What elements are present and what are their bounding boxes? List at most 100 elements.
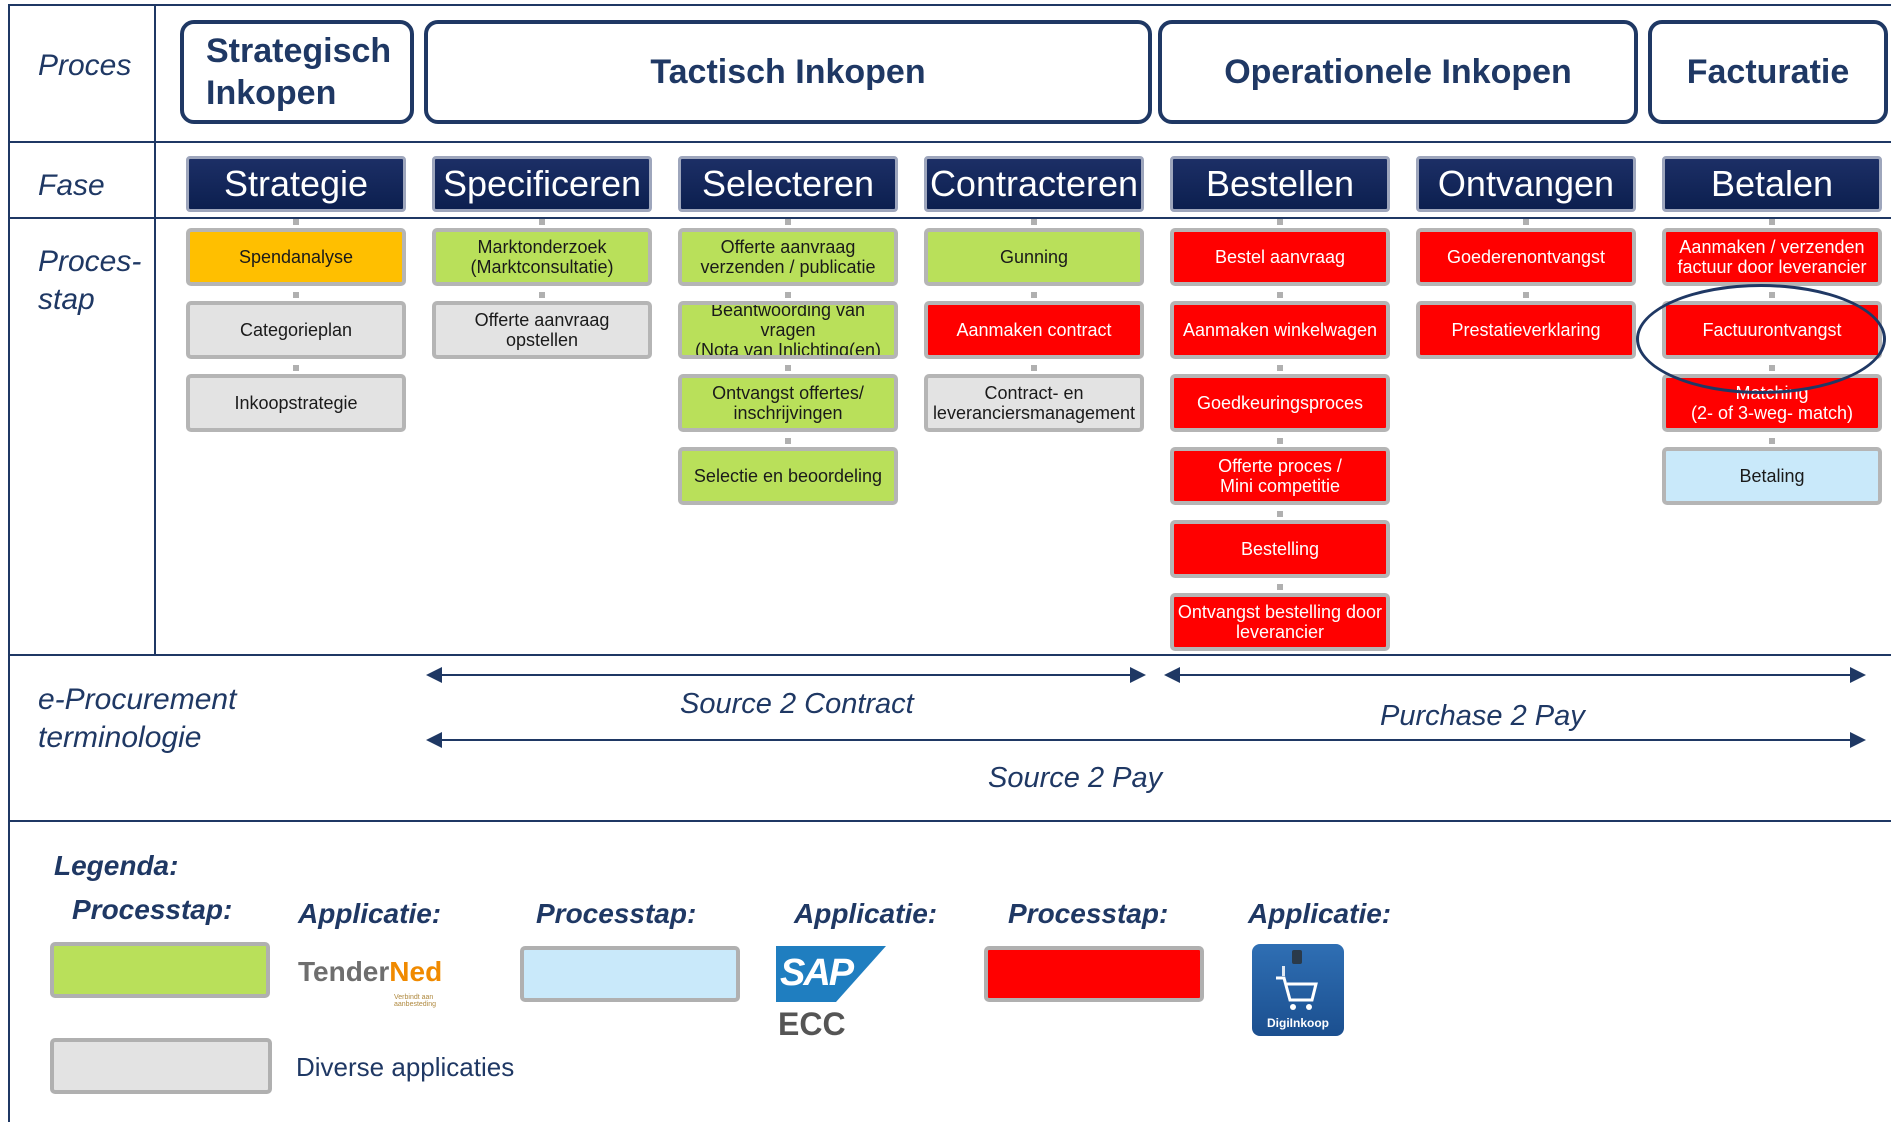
step-connector bbox=[293, 292, 299, 298]
process-operationele-label: Operationele Inkopen bbox=[1224, 52, 1572, 91]
legend-swatch-gray bbox=[50, 1038, 272, 1094]
arrow-source-2-contract bbox=[426, 667, 1146, 683]
step-4-2: Aanmaken contract bbox=[924, 301, 1144, 359]
tenderned-logo: TenderNed Verbindt aan aanbesteding bbox=[298, 956, 478, 1026]
step-1-3: Inkoopstrategie bbox=[186, 374, 406, 432]
process-tactisch-inkopen: Tactisch Inkopen bbox=[424, 20, 1152, 124]
step-1-2: Categorieplan bbox=[186, 301, 406, 359]
highlight-ellipse bbox=[1636, 284, 1886, 394]
row-label-proces: Proces bbox=[38, 49, 132, 82]
process-strategisch-line2: Inkopen bbox=[206, 74, 337, 112]
legend-applicatie-1: Applicatie: bbox=[298, 898, 442, 929]
ecc-logo-text: ECC bbox=[778, 1006, 846, 1042]
step-connector bbox=[785, 438, 791, 444]
row-label-eproc-1: e-Procurement bbox=[38, 683, 237, 716]
legend-applicatie-3: Applicatie: bbox=[1248, 898, 1392, 929]
step-3-4: Selectie en beoordeling bbox=[678, 447, 898, 505]
sap-logo-text: SAP bbox=[780, 952, 854, 994]
step-connector bbox=[1277, 219, 1283, 225]
tenderned-text-2: Ned bbox=[389, 956, 443, 987]
step-4-3: Contract- en leveranciersmanagement bbox=[924, 374, 1144, 432]
row-divider-processtap bbox=[8, 654, 1891, 656]
legend-swatch-green bbox=[50, 942, 270, 998]
step-5-1: Bestel aanvraag bbox=[1170, 228, 1390, 286]
term-purchase-2-pay: Purchase 2 Pay bbox=[1380, 700, 1585, 732]
step-connector bbox=[1769, 219, 1775, 225]
step-5-3: Goedkeuringsproces bbox=[1170, 374, 1390, 432]
arrow-purchase-2-pay bbox=[1164, 667, 1866, 683]
step-3-3: Ontvangst offertes/ inschrijvingen bbox=[678, 374, 898, 432]
step-connector bbox=[1523, 219, 1529, 225]
step-3-1: Offerte aanvraag verzenden / publicatie bbox=[678, 228, 898, 286]
phase-bestellen: Bestellen bbox=[1170, 156, 1390, 212]
arrow-source-2-pay bbox=[426, 732, 1866, 748]
step-1-1: Spendanalyse bbox=[186, 228, 406, 286]
step-6-1: Goederenontvangst bbox=[1416, 228, 1636, 286]
step-connector bbox=[1031, 365, 1037, 371]
row-label-fase: Fase bbox=[38, 169, 105, 202]
row-divider-eproc bbox=[8, 820, 1891, 822]
row-divider-proces bbox=[8, 141, 1891, 143]
step-connector bbox=[293, 365, 299, 371]
step-connector bbox=[1277, 438, 1283, 444]
step-connector bbox=[1277, 365, 1283, 371]
legend-processtap-3: Processtap: bbox=[1008, 898, 1169, 929]
step-2-1: Marktonderzoek (Marktconsultatie) bbox=[432, 228, 652, 286]
step-connector bbox=[293, 219, 299, 225]
legend-processtap-1: Processtap: bbox=[72, 894, 233, 925]
term-source-2-contract: Source 2 Contract bbox=[680, 688, 914, 720]
step-5-4: Offerte proces / Mini competitie bbox=[1170, 447, 1390, 505]
step-connector bbox=[1031, 292, 1037, 298]
step-connector bbox=[1277, 584, 1283, 590]
term-source-2-pay: Source 2 Pay bbox=[988, 762, 1163, 794]
step-connector bbox=[1031, 219, 1037, 225]
phase-contracteren: Contracteren bbox=[924, 156, 1144, 212]
legend-swatch-lightblue bbox=[520, 946, 740, 1002]
shopping-cart-icon bbox=[1276, 976, 1318, 1010]
legend-processtap-2: Processtap: bbox=[536, 898, 697, 929]
tenderned-text-1: Tender bbox=[298, 956, 390, 987]
diginkoop-logo-text: DigiInkoop bbox=[1267, 1016, 1329, 1030]
sap-logo-shape bbox=[776, 946, 886, 1002]
step-connector bbox=[1523, 292, 1529, 298]
sap-ecc-logo: SAP ECC bbox=[776, 946, 888, 1046]
step-connector bbox=[1277, 511, 1283, 517]
phase-betalen: Betalen bbox=[1662, 156, 1882, 212]
tenderned-tagline: Verbindt aan aanbesteding bbox=[394, 994, 437, 1008]
row-divider-fase bbox=[8, 217, 1891, 219]
left-border bbox=[8, 4, 10, 1122]
step-6-2: Prestatieverklaring bbox=[1416, 301, 1636, 359]
legend-swatch-red bbox=[984, 946, 1204, 1002]
legend-diverse-applicaties: Diverse applicaties bbox=[296, 1052, 515, 1082]
step-3-2: Beantwoording van vragen (Nota van Inlic… bbox=[678, 301, 898, 359]
phase-ontvangen: Ontvangen bbox=[1416, 156, 1636, 212]
process-facturatie: Facturatie bbox=[1648, 20, 1888, 124]
diginkoop-cable bbox=[1282, 966, 1285, 976]
row-label-processtap-2: stap bbox=[38, 283, 95, 316]
process-facturatie-label: Facturatie bbox=[1686, 52, 1850, 91]
step-5-6: Ontvangst bestelling door leverancier bbox=[1170, 593, 1390, 651]
step-5-5: Bestelling bbox=[1170, 520, 1390, 578]
step-connector bbox=[539, 292, 545, 298]
process-strategisch-line1: Strategisch bbox=[206, 31, 392, 70]
top-border bbox=[8, 4, 1891, 6]
diginkoop-plug-icon bbox=[1292, 950, 1302, 964]
phase-strategie: Strategie bbox=[186, 156, 406, 212]
phase-specificeren: Specificeren bbox=[432, 156, 652, 212]
step-7-1: Aanmaken / verzenden factuur door levera… bbox=[1662, 228, 1882, 286]
process-tactisch-label: Tactisch Inkopen bbox=[650, 52, 926, 91]
diginkoop-logo: DigiInkoop bbox=[1252, 944, 1344, 1036]
label-column-divider bbox=[154, 4, 156, 655]
process-operationele-inkopen: Operationele Inkopen bbox=[1158, 20, 1638, 124]
step-connector bbox=[785, 365, 791, 371]
step-connector bbox=[1769, 438, 1775, 444]
step-5-2: Aanmaken winkelwagen bbox=[1170, 301, 1390, 359]
row-label-eproc-2: terminologie bbox=[38, 721, 202, 754]
row-label-processtap-1: Proces- bbox=[38, 245, 142, 278]
step-connector bbox=[1277, 292, 1283, 298]
step-4-1: Gunning bbox=[924, 228, 1144, 286]
legend-title: Legenda: bbox=[54, 850, 179, 881]
step-7-4: Betaling bbox=[1662, 447, 1882, 505]
